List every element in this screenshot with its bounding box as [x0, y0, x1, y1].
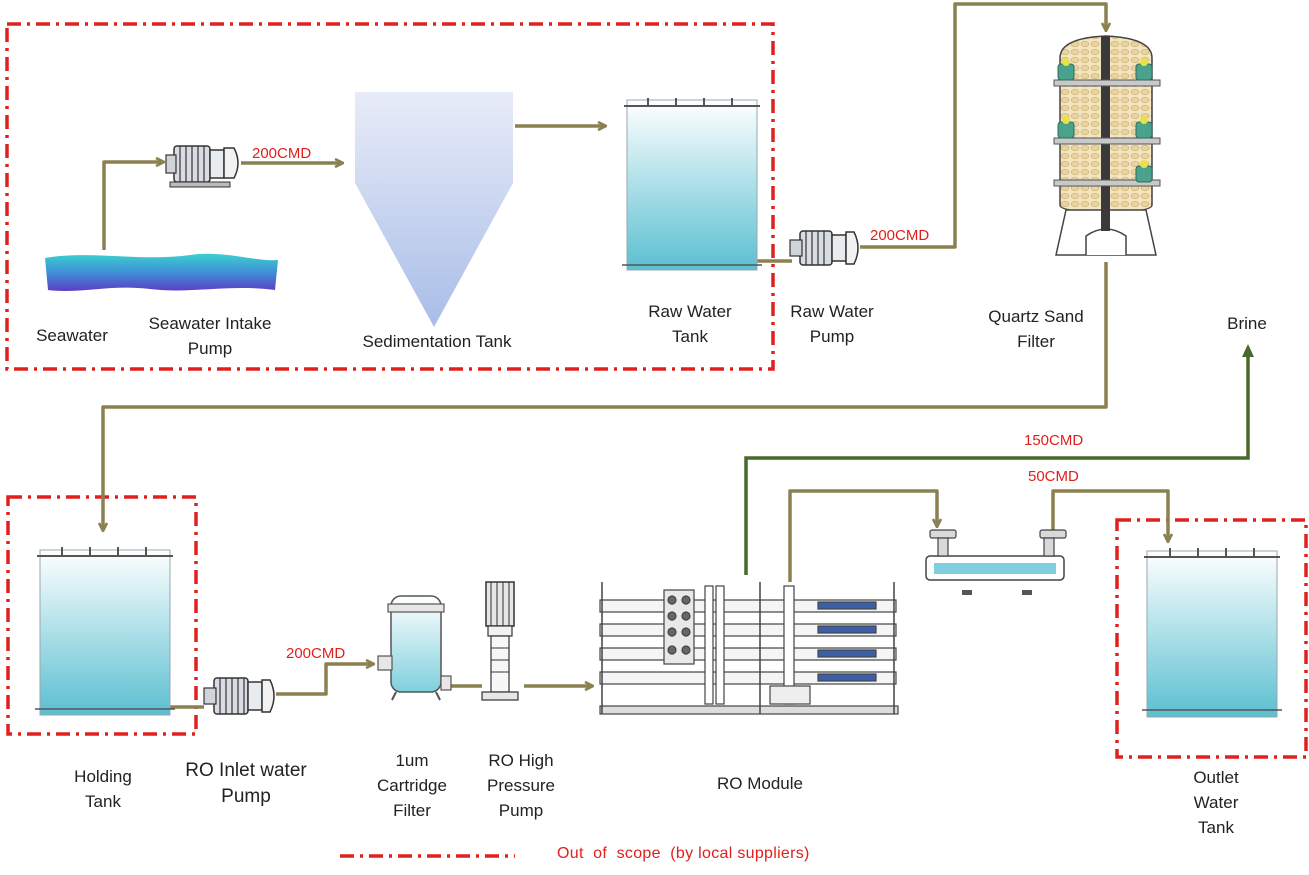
ro-inlet-pump-icon [203, 677, 275, 715]
high-pressure-pump-icon [481, 581, 519, 701]
flow-rate-raw: 200CMD [870, 227, 930, 244]
label-holding-tank: Holding Tank [74, 767, 132, 811]
flow-rate-product: 50CMD [1028, 468, 1079, 485]
pipe-brine [744, 344, 1254, 575]
label-sedimentation-tank: Sedimentation Tank [362, 332, 512, 351]
flow-rate-brine: 150CMD [1024, 432, 1084, 449]
flow-rate-ro-inlet: 200CMD [286, 645, 346, 662]
flow-rate-intake: 200CMD [252, 145, 312, 162]
pipe-uv-to-outlet [1051, 489, 1168, 541]
pipe-filter-to-holding [103, 262, 1108, 530]
ro-module-icon [599, 582, 899, 715]
pipe-ro-pump-to-cartridge [276, 664, 373, 696]
sedimentation-tank-icon [355, 92, 513, 327]
scope-box-intake [5, 22, 775, 371]
label-brine: Brine [1227, 314, 1267, 333]
holding-tank-icon [35, 547, 175, 716]
uv-sterilizer-icon [925, 529, 1067, 595]
label-quartz-sand-filter: Quartz Sand Filter [988, 307, 1084, 351]
raw-water-pump-icon [789, 230, 859, 266]
seawater-icon [45, 253, 278, 291]
cartridge-filter-icon [377, 595, 452, 701]
label-high-pressure-pump: RO High Pressure Pump [486, 751, 556, 820]
scope-box-outlet [1115, 518, 1308, 759]
label-outlet-water-tank: Outlet Water Tank [1193, 768, 1239, 837]
quartz-sand-filter-icon [1053, 35, 1161, 256]
seawater-intake-pump-icon [165, 145, 239, 188]
label-ro-inlet-pump: RO Inlet water Pump [185, 760, 307, 807]
label-raw-water-pump: Raw Water Pump [790, 302, 874, 346]
label-raw-water-tank: Raw Water Tank [648, 302, 732, 346]
pipe-ro-to-uv [788, 489, 937, 582]
label-seawater-intake-pump: Seawater Intake Pump [148, 314, 272, 358]
label-seawater: Seawater [36, 326, 108, 345]
outlet-water-tank-icon [1142, 548, 1282, 718]
label-cartridge-filter: 1um Cartridge Filter [377, 751, 447, 820]
pipe-raw-pump-to-filter [860, 2, 1106, 249]
legend-out-of-scope: Out of scope (by local suppliers) [557, 845, 810, 862]
raw-water-tank-icon [622, 98, 762, 271]
label-ro-module: RO Module [717, 774, 803, 793]
pipe-sea-to-pump [102, 162, 163, 250]
